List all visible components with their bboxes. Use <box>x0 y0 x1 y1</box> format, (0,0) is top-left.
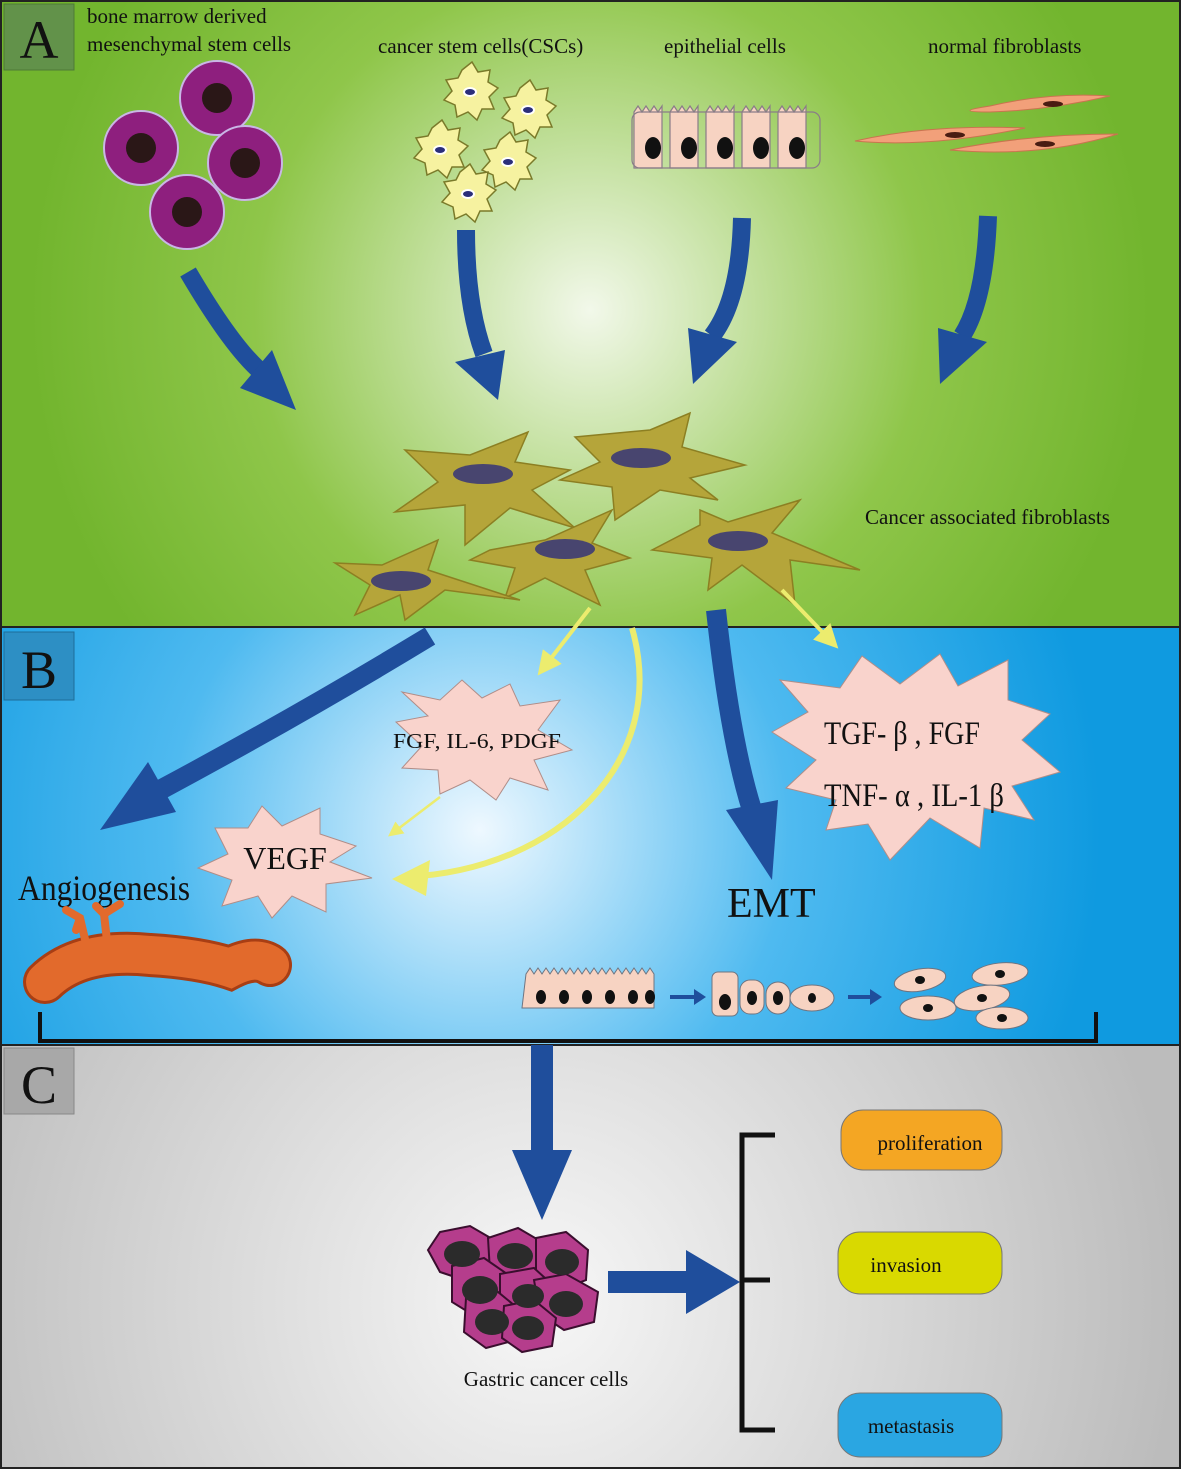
vessel-icon <box>23 900 292 1004</box>
arrow-csc-to-caf <box>455 229 505 400</box>
caf-cluster-icon <box>332 411 861 622</box>
svg-text:B: B <box>21 640 57 700</box>
emt-sequence-icon <box>521 962 1029 1030</box>
factor-burst-left-label: FGF, IL-6, PDGF <box>393 729 561 753</box>
panel-c-background <box>0 1044 1181 1469</box>
factor-burst-right-line2: TNF- α , IL-1 β <box>824 778 1004 814</box>
svg-text:C: C <box>21 1055 57 1115</box>
bmsc-label-line1: bone marrow derived <box>87 4 267 28</box>
arrow-caf-to-left-factors <box>537 606 592 676</box>
caf-label: Cancer associated fibroblasts <box>865 505 1110 529</box>
arrow-to-gastric-cells <box>512 1045 572 1220</box>
arrow-to-outcomes <box>608 1250 740 1314</box>
arrow-caf-to-right-factors <box>780 588 839 649</box>
factor-burst-right-line1: TGF- β , FGF <box>824 716 980 752</box>
angiogenesis-label: Angiogenesis <box>18 868 190 908</box>
epithelial-row-icon <box>631 104 821 169</box>
panel-letter-c: C <box>3 1047 75 1115</box>
factor-burst-right: TGF- β , FGF TNF- α , IL-1 β <box>771 653 1062 861</box>
svg-text:A: A <box>20 10 59 70</box>
outcome-invasion-label: invasion <box>870 1253 942 1277</box>
arrow-caf-to-emt <box>706 608 778 880</box>
arrow-caf-to-vegf-curve <box>405 627 643 880</box>
fibroblasts-label: normal fibroblasts <box>928 34 1081 58</box>
epithelial-label: epithelial cells <box>664 34 786 58</box>
vegf-label: VEGF <box>243 840 327 876</box>
panel-letter-a: A <box>3 3 75 71</box>
arrow-caf-to-angiogenesis <box>100 627 436 830</box>
arrow-bmsc-to-caf <box>180 267 296 410</box>
arrow-epithelial-to-caf <box>688 217 751 384</box>
gastric-cluster-icon <box>426 1224 600 1354</box>
arrow-fibroblast-to-caf <box>938 215 997 384</box>
arrow-factors-to-vegf <box>388 796 441 837</box>
outcomes-bracket <box>739 1132 775 1433</box>
outcome-metastasis-label: metastasis <box>868 1414 954 1438</box>
arrow-caf-to-vegf-curve-head <box>392 860 430 896</box>
bmsc-label-line2: mesenchymal stem cells <box>87 32 291 56</box>
vegf-burst: VEGF <box>196 805 373 919</box>
panel-letter-b: B <box>3 631 75 701</box>
gastric-label: Gastric cancer cells <box>464 1367 628 1391</box>
outcome-metastasis: metastasis <box>837 1392 1003 1458</box>
outcome-invasion: invasion <box>837 1231 1003 1295</box>
fibroblast-group-icon <box>854 94 1119 153</box>
csc-cluster-icon <box>412 60 558 224</box>
panel-b-bracket <box>38 1012 1098 1043</box>
emt-label: EMT <box>727 881 816 927</box>
outcome-proliferation-label: proliferation <box>878 1131 983 1155</box>
outcome-proliferation: proliferation <box>840 1109 1003 1171</box>
factor-burst-left: FGF, IL-6, PDGF <box>393 679 574 801</box>
csc-label: cancer stem cells(CSCs) <box>378 34 583 58</box>
bmsc-cluster-icon <box>103 60 283 250</box>
